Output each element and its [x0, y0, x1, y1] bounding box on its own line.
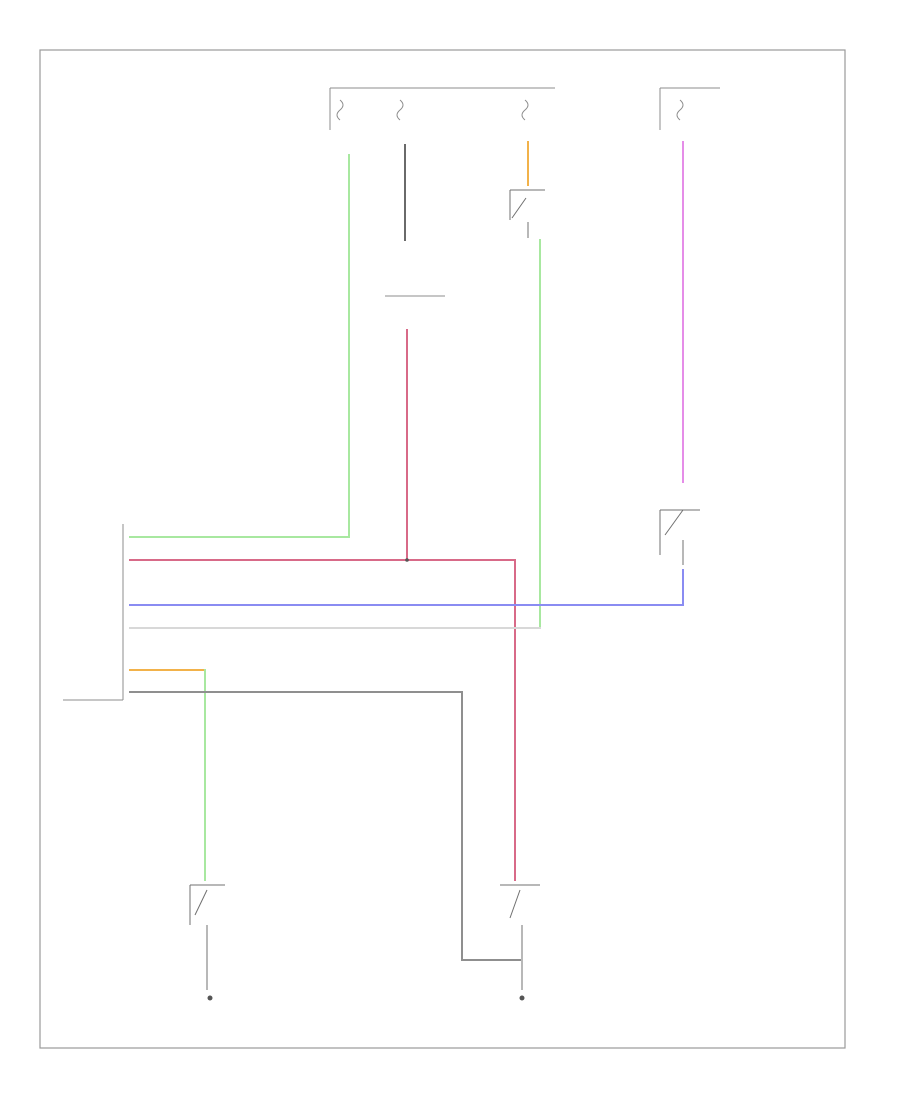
fuse-block-left: [329, 87, 555, 130]
fuse-block-right: [659, 87, 720, 130]
ground-left-icon: [207, 995, 213, 1001]
wire-gray: [129, 691, 521, 961]
switch-right: [659, 509, 700, 565]
right-door-switch: [500, 884, 540, 1001]
wire-green-1: [129, 154, 350, 538]
switch-upper: [509, 189, 545, 238]
wire-blue: [129, 569, 684, 606]
diagram-frame: [39, 49, 846, 1049]
splice-node: [405, 558, 409, 562]
control-module: [63, 524, 124, 701]
wire-red-main: [129, 559, 516, 881]
left-door-switch: [189, 884, 225, 1001]
ground-right-icon: [519, 995, 525, 1001]
